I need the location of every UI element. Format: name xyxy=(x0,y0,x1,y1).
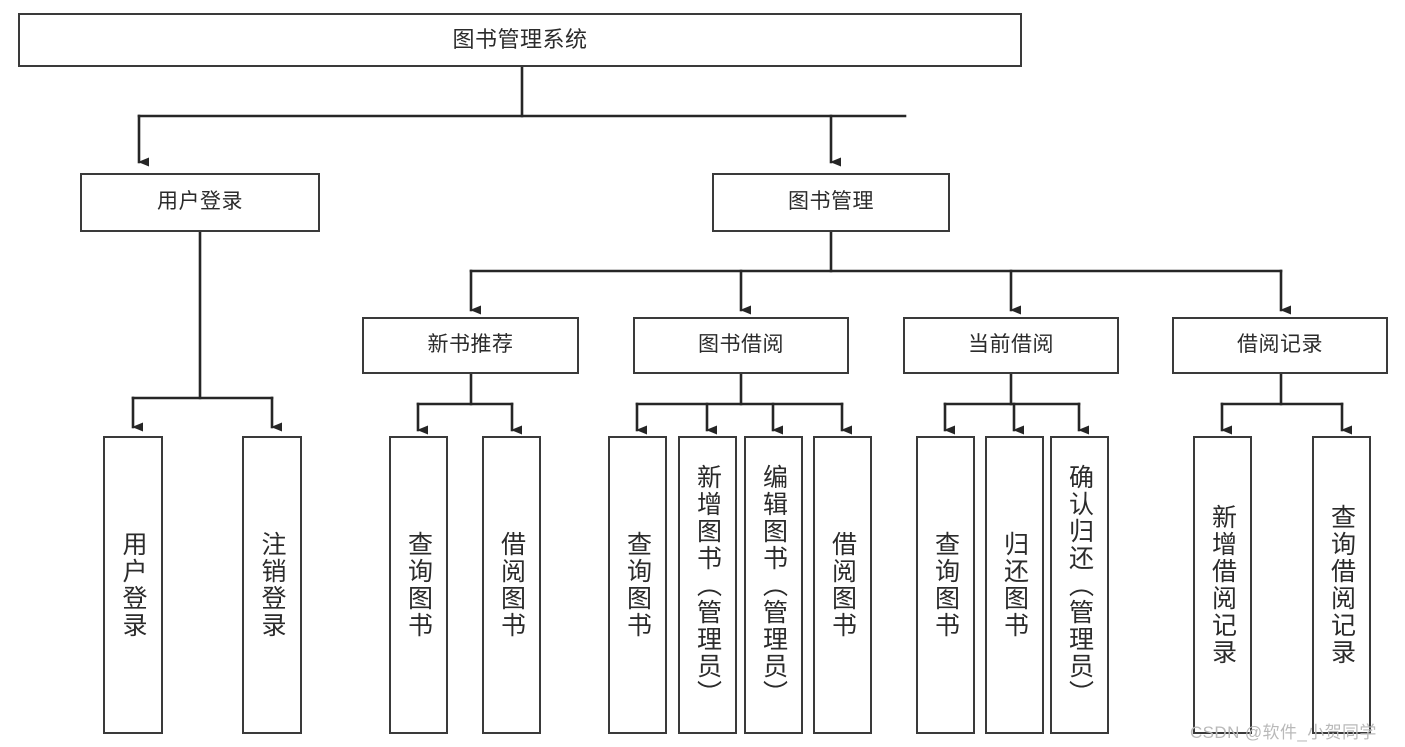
node-leaf-user-login[interactable]: 用户登录 xyxy=(103,436,163,734)
node-leaf-add-book[interactable]: 新增图书（管理员） xyxy=(678,436,737,734)
node-label-leaf-logout-login: 注销登录 xyxy=(258,531,286,639)
node-borrow-record[interactable]: 借阅记录 xyxy=(1172,317,1388,374)
node-new-book-recommend[interactable]: 新书推荐 xyxy=(362,317,579,374)
node-label-book-borrow: 图书借阅 xyxy=(698,333,784,357)
node-leaf-borrow-book-2[interactable]: 借阅图书 xyxy=(813,436,872,734)
node-label-leaf-query-book-2: 查询图书 xyxy=(623,531,652,639)
node-leaf-query-book-1[interactable]: 查询图书 xyxy=(389,436,448,734)
node-leaf-query-book-3[interactable]: 查询图书 xyxy=(916,436,975,734)
node-label-leaf-query-record: 查询借阅记录 xyxy=(1327,504,1356,666)
node-leaf-query-record[interactable]: 查询借阅记录 xyxy=(1312,436,1371,734)
node-book-borrow[interactable]: 图书借阅 xyxy=(633,317,849,374)
node-label-book-management: 图书管理 xyxy=(788,190,874,214)
node-label-leaf-borrow-book-1: 借阅图书 xyxy=(497,531,526,639)
node-label-root: 图书管理系统 xyxy=(452,27,588,53)
node-book-management[interactable]: 图书管理 xyxy=(712,173,950,232)
node-user-login[interactable]: 用户登录 xyxy=(80,173,320,232)
node-leaf-logout-login[interactable]: 注销登录 xyxy=(242,436,302,734)
node-label-leaf-add-book: 新增图书（管理员） xyxy=(693,463,722,707)
node-leaf-borrow-book-1[interactable]: 借阅图书 xyxy=(482,436,541,734)
node-label-leaf-edit-book: 编辑图书（管理员） xyxy=(759,463,788,707)
node-label-leaf-user-login: 用户登录 xyxy=(119,531,147,639)
node-label-leaf-query-book-1: 查询图书 xyxy=(404,531,433,639)
node-label-leaf-borrow-book-2: 借阅图书 xyxy=(828,531,857,639)
node-label-current-borrow: 当前借阅 xyxy=(968,333,1054,357)
node-label-leaf-query-book-3: 查询图书 xyxy=(931,531,960,639)
node-leaf-add-record[interactable]: 新增借阅记录 xyxy=(1193,436,1252,734)
node-label-leaf-confirm-return: 确认归还（管理员） xyxy=(1065,463,1094,707)
node-label-new-book-recommend: 新书推荐 xyxy=(427,333,514,357)
node-current-borrow[interactable]: 当前借阅 xyxy=(903,317,1119,374)
node-leaf-query-book-2[interactable]: 查询图书 xyxy=(608,436,667,734)
node-label-leaf-return-book: 归还图书 xyxy=(1000,531,1029,639)
node-label-leaf-add-record: 新增借阅记录 xyxy=(1208,504,1237,666)
node-label-borrow-record: 借阅记录 xyxy=(1237,333,1323,357)
node-leaf-edit-book[interactable]: 编辑图书（管理员） xyxy=(744,436,803,734)
node-root-book-management-system[interactable]: 图书管理系统 xyxy=(18,13,1022,67)
node-leaf-return-book[interactable]: 归还图书 xyxy=(985,436,1044,734)
node-label-user-login: 用户登录 xyxy=(157,190,243,214)
node-leaf-confirm-return[interactable]: 确认归还（管理员） xyxy=(1050,436,1109,734)
